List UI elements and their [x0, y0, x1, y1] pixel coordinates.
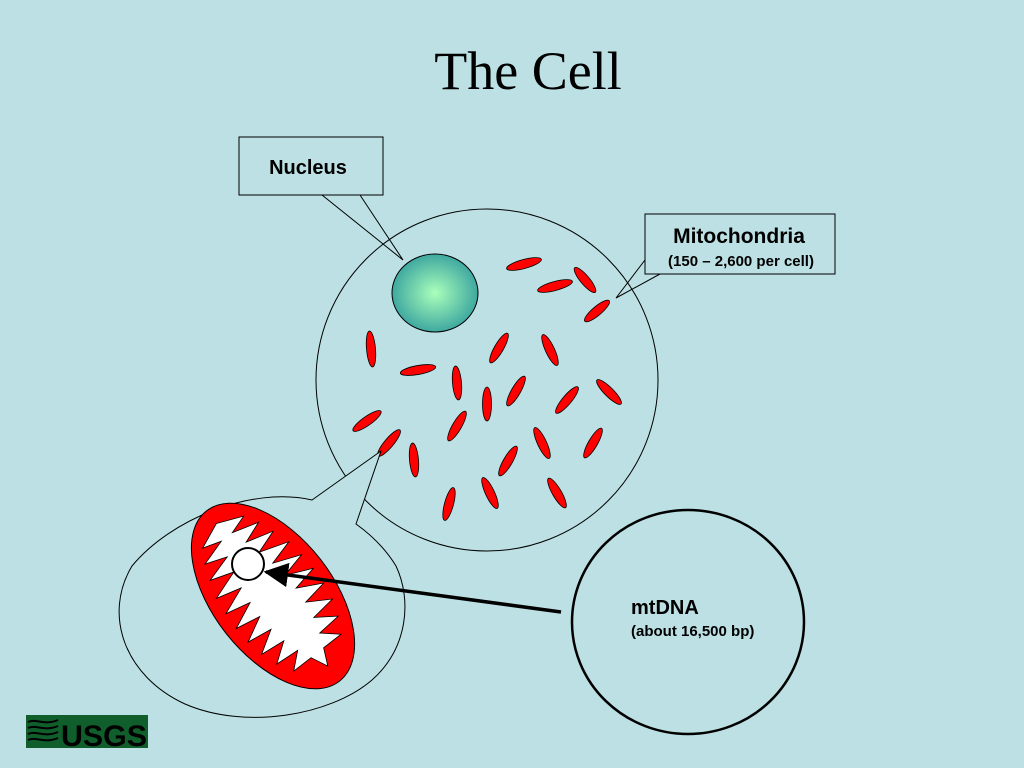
mitochondrion — [352, 410, 382, 432]
mitochondrion — [506, 375, 526, 407]
mitochondrion — [399, 364, 437, 376]
usgs-logo-background — [26, 715, 148, 748]
mitochondrion — [442, 487, 456, 521]
mtdna-circle — [231, 547, 265, 581]
mtdna-arrow — [263, 562, 562, 614]
cell-membrane — [315, 208, 659, 552]
mitochondrion — [408, 442, 420, 478]
mitochondrion — [489, 332, 509, 364]
mitochondria-callout-pointer — [615, 259, 661, 299]
usgs-logo-text: USGS — [61, 720, 147, 753]
usgs-logo: USGS — [26, 715, 148, 753]
mitochondrion — [537, 279, 573, 293]
mitochondrion — [583, 427, 603, 459]
mitochondrion — [482, 386, 492, 422]
mitochondria-group — [352, 257, 622, 521]
nucleus — [391, 253, 479, 333]
mitochondria-label: Mitochondria — [673, 225, 805, 248]
mitochondrion — [447, 410, 467, 442]
mitochondrion — [596, 379, 622, 405]
mitochondrion — [541, 334, 559, 366]
mtdna-bubble — [570, 508, 806, 736]
mitochondrion — [555, 386, 579, 414]
mitochondrion — [451, 365, 463, 401]
mitochondria-count: (150 – 2,600 per cell) — [668, 253, 814, 270]
mitochondrion — [481, 477, 499, 509]
mitochondria-callout-box — [644, 213, 836, 275]
slide-title: The Cell — [434, 41, 622, 101]
mitochondrion — [547, 477, 567, 509]
mitochondrion — [533, 427, 551, 459]
mitochondrion — [365, 330, 377, 368]
mitochondrion — [498, 445, 518, 477]
usgs-wave-icon — [27, 719, 59, 742]
nucleus-label: Nucleus — [269, 157, 347, 179]
mitochondrion — [584, 299, 610, 323]
mtdna-label: mtDNA — [631, 597, 699, 619]
nucleus-callout-box — [238, 136, 384, 196]
mitochondrion — [573, 267, 597, 293]
nucleus-callout-pointer — [321, 194, 404, 261]
mtdna-size: (about 16,500 bp) — [631, 623, 754, 640]
mitochondrion — [506, 257, 542, 271]
